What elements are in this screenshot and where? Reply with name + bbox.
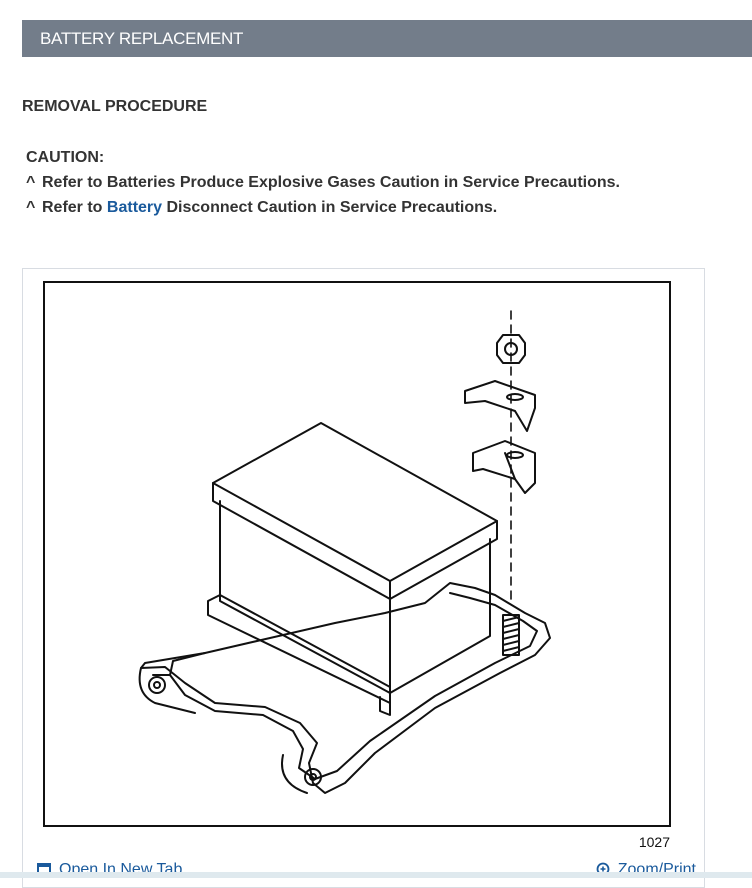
section-title: REMOVAL PROCEDURE bbox=[22, 98, 208, 115]
battery-link[interactable]: Battery bbox=[106, 199, 163, 216]
figure-number: 1027 bbox=[638, 834, 670, 850]
battery-illustration bbox=[138, 310, 551, 794]
caution-item-text: Refer to Batteries Produce Explosive Gas… bbox=[42, 174, 620, 191]
caution-block: CAUTION: ^ Refer to Batteries Produce Exp… bbox=[26, 149, 620, 224]
caution-item-suffix: Disconnect Caution in Service Precaution… bbox=[162, 199, 498, 216]
caret-bullet: ^ bbox=[26, 199, 36, 216]
figure-card: 1027 Open In New Tab Zoom/Print bbox=[22, 268, 705, 888]
bottom-edge bbox=[0, 872, 752, 878]
figure-frame bbox=[43, 281, 671, 827]
caution-item-2: ^ Refer to Battery Disconnect Caution in … bbox=[26, 199, 620, 224]
caution-item-prefix: Refer to bbox=[42, 199, 107, 216]
caret-bullet: ^ bbox=[26, 174, 36, 191]
caution-label: CAUTION: bbox=[26, 149, 105, 166]
page-title: BATTERY REPLACEMENT bbox=[40, 29, 244, 48]
page-header: BATTERY REPLACEMENT bbox=[22, 20, 752, 57]
caution-item-1: ^ Refer to Batteries Produce Explosive Ga… bbox=[26, 174, 620, 199]
